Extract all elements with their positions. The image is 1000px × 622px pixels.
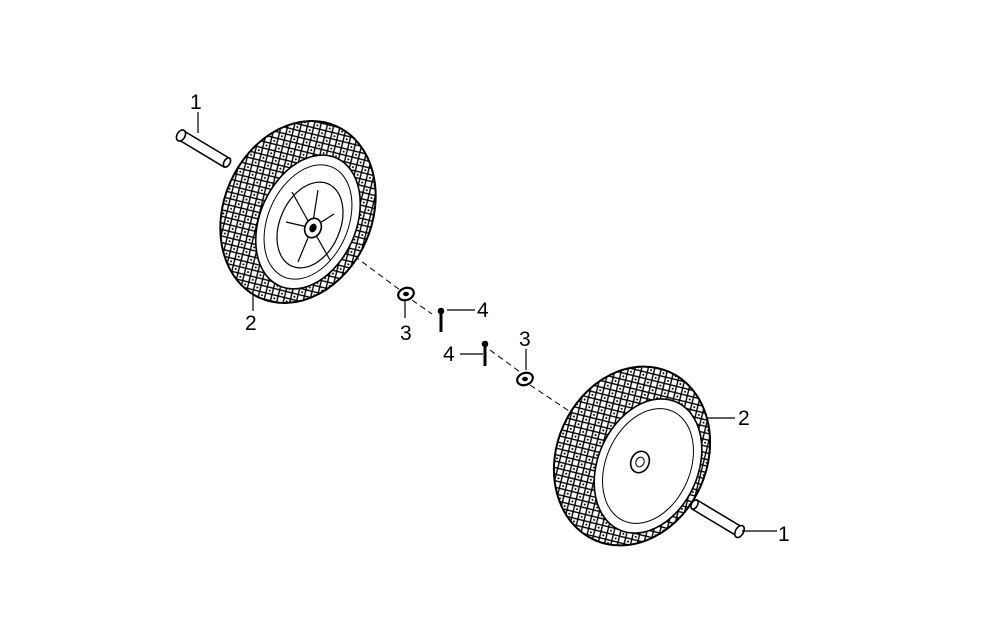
washer-right	[516, 371, 534, 387]
pin-left	[437, 307, 445, 332]
callout-pin-right: 4	[443, 343, 455, 366]
washer-left	[397, 286, 415, 302]
axle-bolt-right	[690, 498, 746, 539]
callout-axle-bolt-right: 1	[778, 523, 790, 546]
callout-labels: 1 2 3 4 4 3 2 1	[190, 91, 790, 546]
leader-lines	[197, 112, 777, 532]
axle-bolt-left	[175, 129, 232, 169]
callout-wheel-right: 2	[738, 407, 750, 430]
wheel-left	[219, 120, 377, 304]
assembly-axis-lines	[321, 231, 576, 416]
callout-washer-right: 3	[519, 328, 531, 351]
callout-wheel-left: 2	[245, 312, 257, 335]
pin-right	[481, 340, 489, 366]
callout-washer-left: 3	[400, 322, 412, 345]
wheel-right	[552, 365, 712, 547]
callout-pin-left: 4	[477, 299, 489, 322]
callout-axle-bolt-left: 1	[190, 91, 202, 114]
